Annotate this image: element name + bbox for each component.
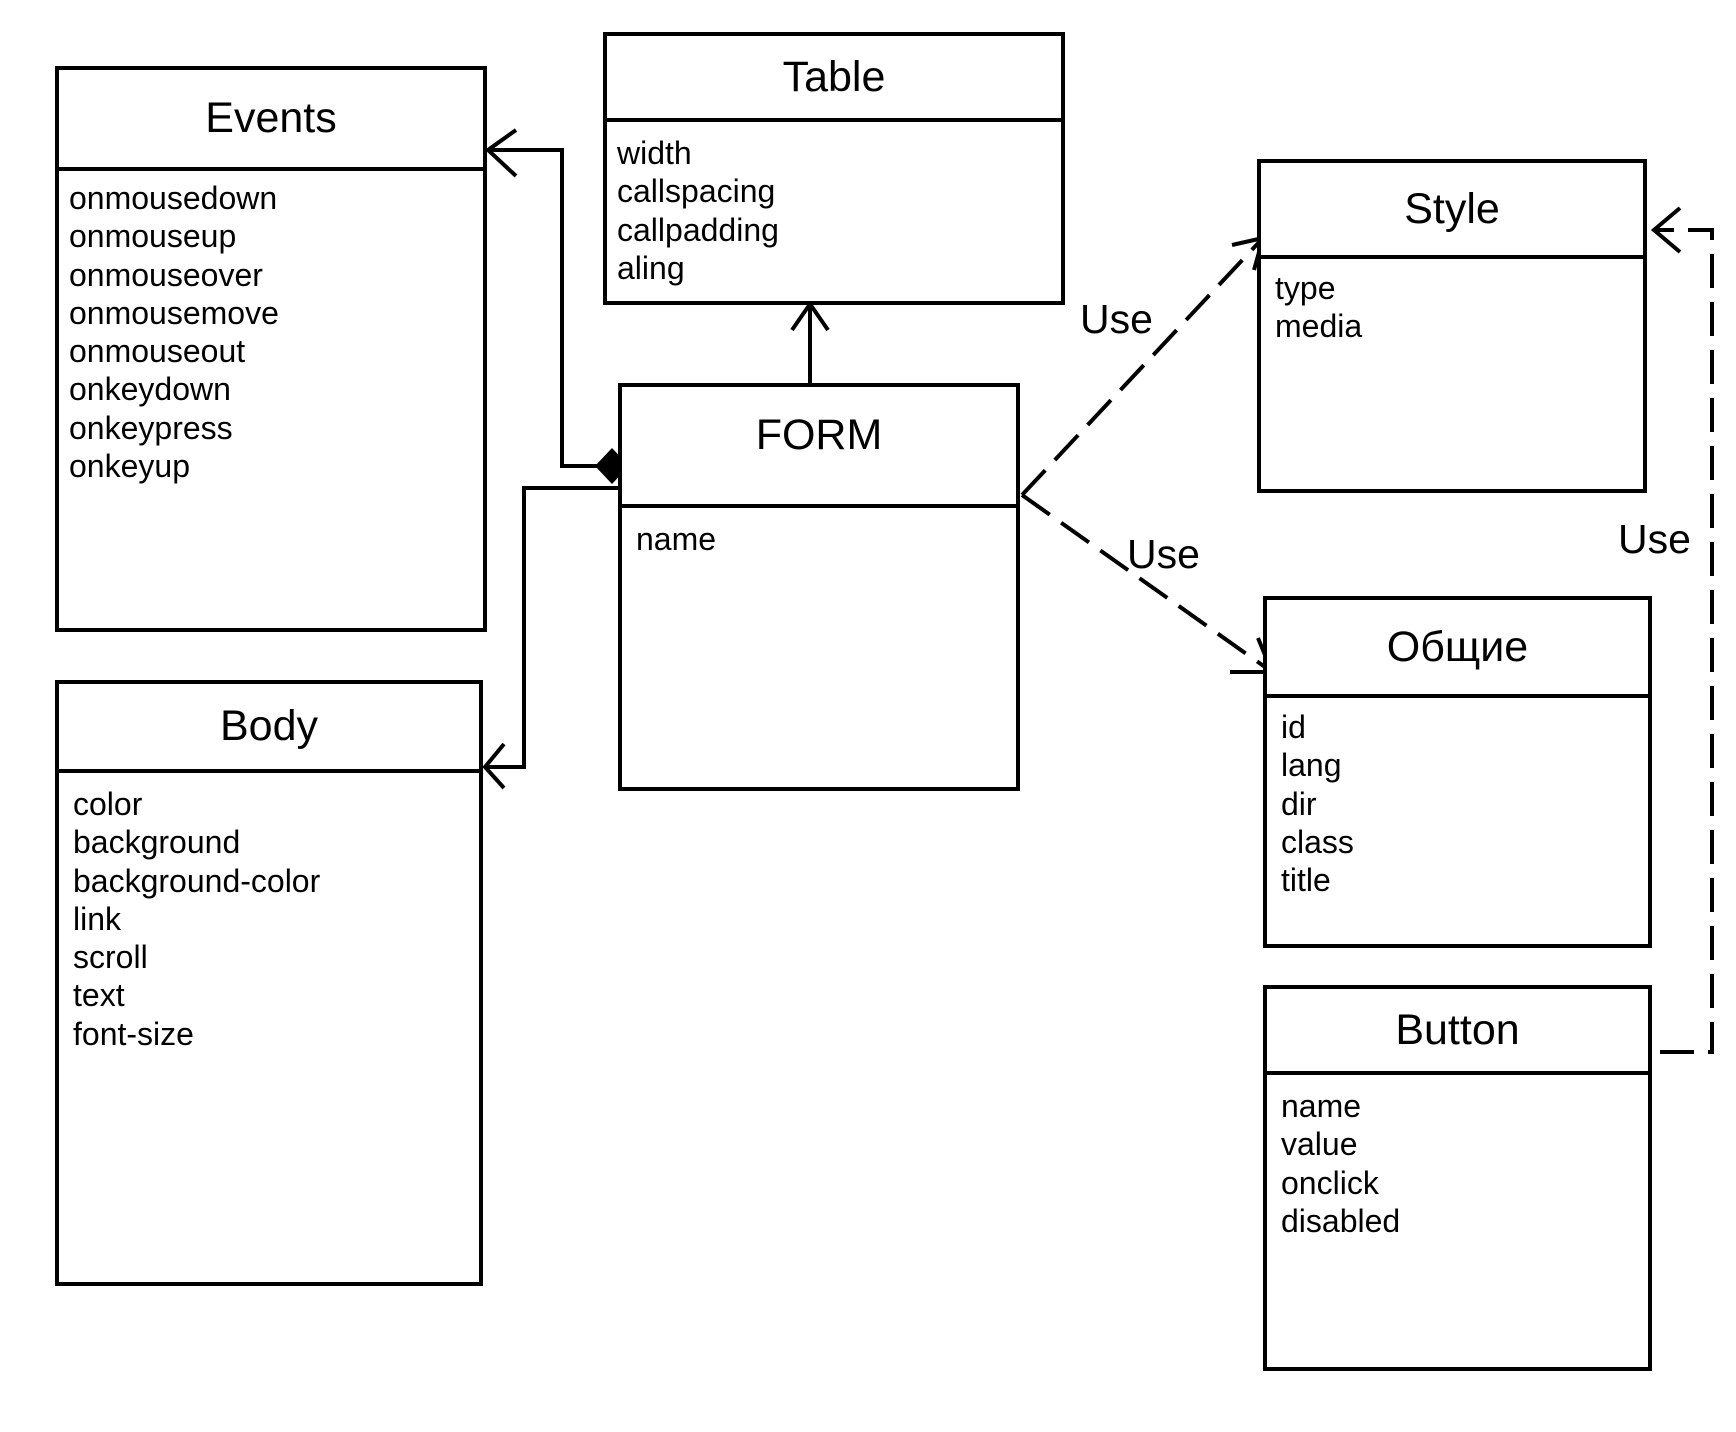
relation-label-form-style: Use: [1080, 296, 1153, 342]
attribute: disabled: [1281, 1202, 1401, 1239]
class-style-title: Style: [1261, 163, 1643, 259]
attribute: text: [73, 977, 125, 1014]
attribute: aling: [617, 249, 685, 286]
attribute: dir: [1281, 785, 1317, 822]
class-table-title: Table: [607, 36, 1061, 122]
attribute: background: [73, 824, 241, 861]
attribute: name: [636, 521, 717, 557]
attribute: onmouseup: [69, 218, 237, 255]
class-button-attributes: name value onclick disabled: [1267, 1075, 1648, 1367]
attribute: callspacing: [617, 173, 776, 210]
attribute: scroll: [73, 939, 148, 976]
form-to-table-association: [790, 300, 830, 385]
form-to-common-dependency: [1020, 493, 1275, 674]
attribute: onmousedown: [69, 180, 278, 216]
attribute: onclick: [1281, 1164, 1379, 1201]
attribute: onkeydown: [69, 371, 231, 408]
class-form[interactable]: FORM name: [618, 383, 1020, 791]
class-style[interactable]: Style type media: [1257, 159, 1647, 493]
class-common-attributes: id lang dir class title: [1267, 698, 1648, 944]
class-common-title: Общие: [1267, 600, 1648, 698]
class-events-title: Events: [59, 70, 483, 171]
class-table-attributes: width callspacing callpadding aling: [607, 122, 1061, 301]
class-events-attributes: onmousedown onmouseup onmouseover onmous…: [59, 171, 483, 628]
attribute: class: [1281, 823, 1354, 860]
attribute: onkeypress: [69, 409, 233, 446]
button-to-style-dependency: [1650, 206, 1714, 1054]
class-common[interactable]: Общие id lang dir class title: [1263, 596, 1652, 948]
attribute: color: [73, 786, 143, 822]
attribute: background-color: [73, 862, 321, 899]
attribute: font-size: [73, 1015, 194, 1052]
class-button-title: Button: [1267, 989, 1648, 1075]
attribute: value: [1281, 1126, 1358, 1163]
attribute: type: [1275, 270, 1336, 306]
attribute: onmousemove: [69, 294, 279, 331]
class-body[interactable]: Body color background background-color l…: [55, 680, 483, 1286]
class-style-attributes: type media: [1261, 259, 1643, 489]
attribute: onmouseout: [69, 333, 246, 370]
attribute: id: [1281, 709, 1306, 745]
attribute: link: [73, 900, 122, 937]
class-body-attributes: color background background-color link s…: [59, 773, 479, 1282]
attribute: media: [1275, 308, 1363, 345]
attribute: width: [617, 135, 692, 171]
class-table[interactable]: Table width callspacing callpadding alin…: [603, 32, 1065, 305]
class-form-title: FORM: [622, 387, 1016, 508]
relation-label-button-style: Use: [1618, 516, 1691, 562]
class-events[interactable]: Events onmousedown onmouseup onmouseover…: [55, 66, 487, 632]
class-button[interactable]: Button name value onclick disabled: [1263, 985, 1652, 1371]
relation-label-form-common: Use: [1127, 531, 1200, 577]
form-to-body-composition: [482, 486, 620, 790]
attribute: name: [1281, 1088, 1362, 1124]
attribute: callpadding: [617, 211, 779, 248]
class-form-attributes: name: [622, 508, 1016, 787]
attribute: title: [1281, 862, 1331, 899]
attribute: lang: [1281, 747, 1342, 784]
class-body-title: Body: [59, 684, 479, 773]
attribute: onkeyup: [69, 448, 190, 485]
attribute: onmouseover: [69, 256, 263, 293]
